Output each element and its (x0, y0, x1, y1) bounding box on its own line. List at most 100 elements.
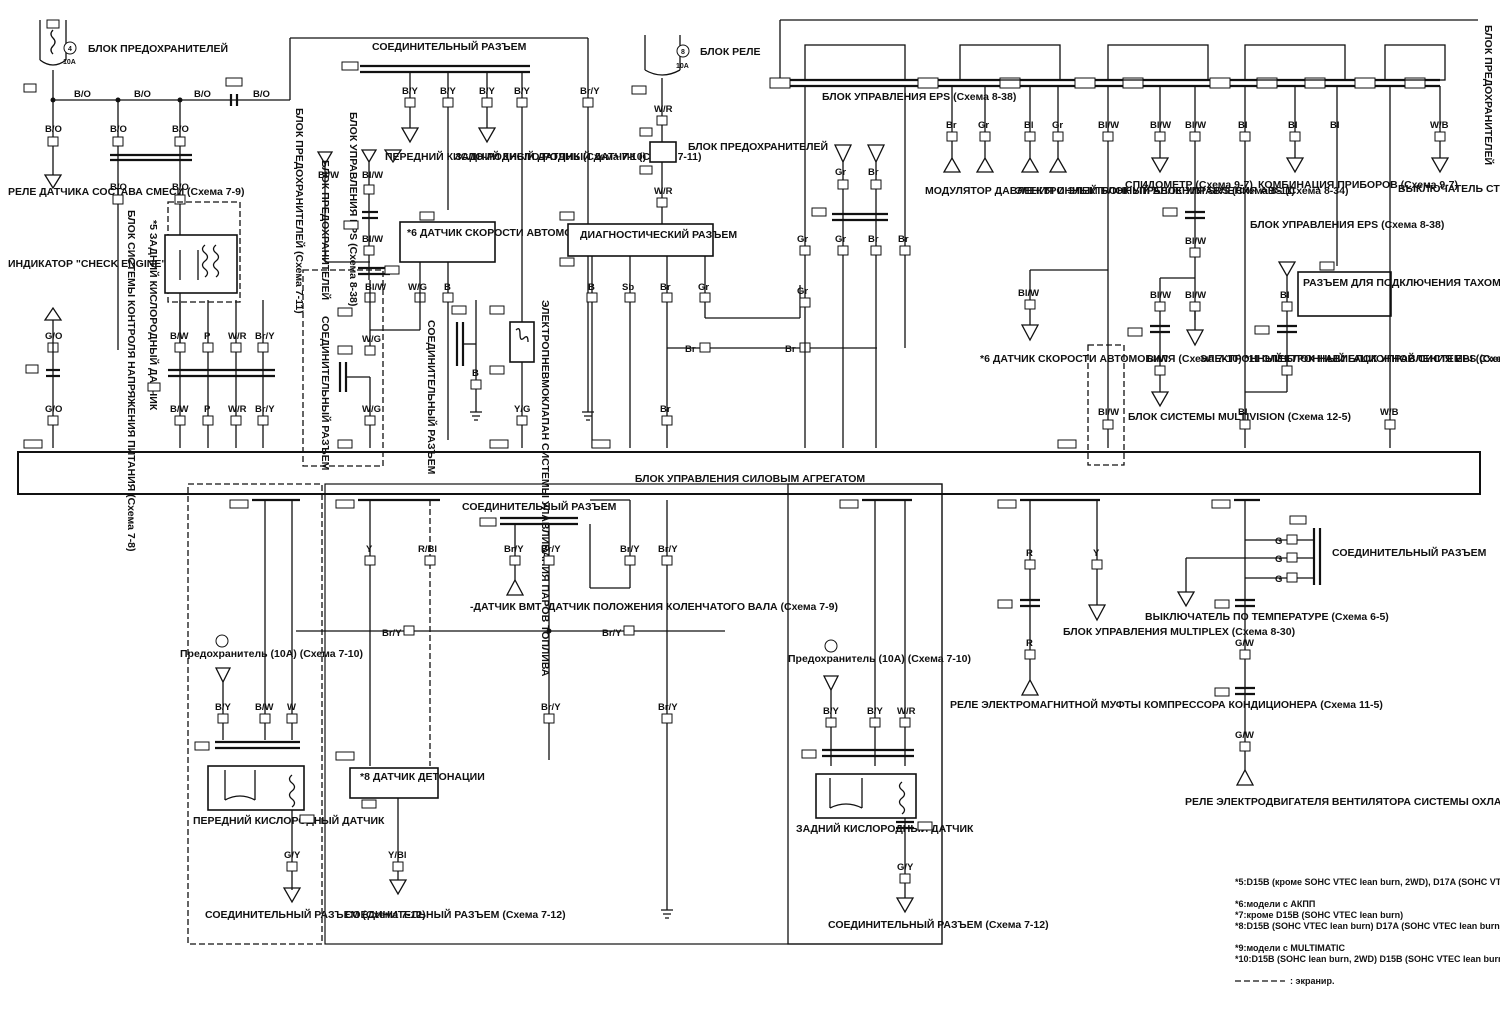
stop-switch-group: W/B ВЫКЛЮЧАТЕЛЬ СТОП-СИГНАЛОВ (Схема 10-… (1380, 86, 1500, 448)
svg-text:Bl/W: Bl/W (362, 234, 383, 245)
svg-text:Br/Y: Br/Y (541, 544, 561, 555)
svg-text:*8 ДАТЧИК ДЕТОНАЦИИ: *8 ДАТЧИК ДЕТОНАЦИИ (360, 771, 485, 783)
svg-text:W: W (287, 702, 296, 713)
svg-text:ДИАГНОСТИЧЕСКИЙ РАЗЪЕМ: ДИАГНОСТИЧЕСКИЙ РАЗЪЕМ (580, 228, 737, 241)
svg-text:Предохранитель (10A) (Схема 7-: Предохранитель (10A) (Схема 7-10) (180, 648, 363, 660)
svg-text:*6 ДАТЧИК СКОРОСТИ АВТОМОБИЛЯ: *6 ДАТЧИК СКОРОСТИ АВТОМОБИЛЯ (407, 227, 602, 239)
svg-text:Bl: Bl (1238, 407, 1248, 418)
svg-text:B/O: B/O (45, 124, 62, 135)
svg-text:РЕЛЕ ЭЛЕКТРОДВИГАТЕЛЯ ВЕНТИЛЯТ: РЕЛЕ ЭЛЕКТРОДВИГАТЕЛЯ ВЕНТИЛЯТОРА СИСТЕМ… (1185, 796, 1500, 808)
svg-text:Gr: Gr (835, 167, 846, 178)
svg-text:СОЕДИНИТЕЛЬНЫЙ РАЗЪЕМ: СОЕДИНИТЕЛЬНЫЙ РАЗЪЕМ (319, 316, 332, 471)
svg-text:B: B (444, 282, 451, 293)
svg-text:-ДАТЧИК ВМТ -ДАТЧИК ПОЛОЖЕНИЯ: -ДАТЧИК ВМТ -ДАТЧИК ПОЛОЖЕНИЯ КОЛЕНЧАТОГ… (470, 601, 838, 613)
svg-text:B/O: B/O (172, 124, 189, 135)
svg-text:Br/Y: Br/Y (255, 404, 275, 415)
svg-text:Sb: Sb (622, 282, 634, 293)
svg-text:БЛОК СИСТЕМЫ MULTIVISION (Схем: БЛОК СИСТЕМЫ MULTIVISION (Схема 12-5) (1128, 411, 1351, 423)
svg-text:СОЕДИНИТЕЛЬНЫЙ РАЗЪЕМ: СОЕДИНИТЕЛЬНЫЙ РАЗЪЕМ (372, 40, 527, 53)
svg-text:R: R (1026, 638, 1033, 649)
svg-text:Gr: Gr (1052, 120, 1063, 131)
svg-text:СОЕДИНИТЕЛЬНЫЙ РАЗЪЕМ (Схема 7: СОЕДИНИТЕЛЬНЫЙ РАЗЪЕМ (Схема 7-12) (828, 918, 1049, 931)
right-top-feed: БЛОК ПРЕДОХРАНИТЕЛЕЙ (769, 19, 1495, 165)
svg-text:Y: Y (1093, 548, 1100, 559)
svg-text:БЛОК ПРЕДОХРАНИТЕЛЕЙ: БЛОК ПРЕДОХРАНИТЕЛЕЙ (1482, 25, 1495, 165)
legend: *5:D15B (кроме SOHC VTEC lean burn, 2WD)… (1235, 877, 1500, 986)
svg-text:БЛОК УПРАВЛЕНИЯ MULTIPLEX (Схе: БЛОК УПРАВЛЕНИЯ MULTIPLEX (Схема 8-30) (1063, 626, 1295, 638)
bottom-rear-o2: Предохранитель (10A) (Схема 7-10) B/Y B/… (787, 483, 1049, 945)
svg-text:W/G: W/G (362, 334, 381, 345)
svg-text:G/Y: G/Y (284, 850, 301, 861)
svg-text:W/G: W/G (362, 404, 381, 415)
svg-text:СОЕДИНИТЕЛЬНЫЙ РАЗЪЕМ: СОЕДИНИТЕЛЬНЫЙ РАЗЪЕМ (462, 500, 617, 513)
svg-text:Br/Y: Br/Y (504, 544, 524, 555)
instrument-group: Bl Bl Bl КОМБИНАЦИЯ ПРИБОРОВ (Схема 9-7)… (1238, 86, 1500, 448)
svg-text:Gr: Gr (978, 120, 989, 131)
svg-text:МОДУЛЯТОР ДАВЛЕНИЯ И ЭЛЕКТРОНН: МОДУЛЯТОР ДАВЛЕНИЯ И ЭЛЕКТРОННЫЙ БЛОК УП… (925, 184, 1348, 197)
svg-text:РЕЛЕ ЭЛЕКТРОМАГНИТНОЙ МУФТЫ КО: РЕЛЕ ЭЛЕКТРОМАГНИТНОЙ МУФТЫ КОМПРЕССОРА … (950, 698, 1383, 711)
svg-text:B/O: B/O (110, 124, 127, 135)
svg-text:*6 ДАТЧИК СКОРОСТИ АВТОМОБИЛЯ: *6 ДАТЧИК СКОРОСТИ АВТОМОБИЛЯ (Схема 7-1… (980, 352, 1500, 365)
svg-text:B/Y: B/Y (440, 86, 457, 97)
svg-text:БЛОК УПРАВЛЕНИЯ EPS (Схема 8-3: БЛОК УПРАВЛЕНИЯ EPS (Схема 8-38) (1250, 219, 1444, 231)
svg-text:Br/Y: Br/Y (658, 544, 678, 555)
svg-text:Bl: Bl (1238, 120, 1248, 131)
svg-text:Gr: Gr (835, 234, 846, 245)
svg-text:B/Y: B/Y (402, 86, 419, 97)
svg-text:W/R: W/R (228, 331, 247, 342)
svg-text:W/R: W/R (654, 186, 673, 197)
svg-text:БЛОК УПРАВЛЕНИЯ EPS (Схема 8-3: БЛОК УПРАВЛЕНИЯ EPS (Схема 8-38) (822, 91, 1016, 103)
svg-text:СОЕДИНИТЕЛЬНЫЙ РАЗЪЕМ (Схема 7: СОЕДИНИТЕЛЬНЫЙ РАЗЪЕМ (Схема 7-12) (205, 908, 426, 921)
svg-text:R/Bl: R/Bl (418, 544, 437, 555)
svg-text:G/O: G/O (45, 331, 62, 342)
svg-text:G: G (1275, 554, 1282, 565)
svg-text:ПЕРЕДНИЙ КИСЛО-РОДНЫЙ ДАТЧИК (: ПЕРЕДНИЙ КИСЛО-РОДНЫЙ ДАТЧИК (Схема 7-10… (385, 150, 646, 163)
svg-text:P: P (204, 404, 211, 415)
side-labels: БЛОК ПРЕДОХРАНИТЕЛЕЙ (Схема 7-11) БЛОК У… (293, 108, 403, 314)
svg-text:Y/G: Y/G (514, 404, 530, 415)
svg-text:Br: Br (946, 120, 957, 131)
svg-text:4: 4 (68, 46, 72, 53)
svg-text:W/R: W/R (654, 104, 673, 115)
svg-text:БЛОК ПРЕДОХРАНИТЕЛЕЙ: БЛОК ПРЕДОХРАНИТЕЛЕЙ (688, 140, 828, 153)
svg-text:B/O: B/O (74, 89, 91, 100)
svg-text:ВЫКЛЮЧАТЕЛЬ ПО ТЕМПЕРАТУРЕ (Сх: ВЫКЛЮЧАТЕЛЬ ПО ТЕМПЕРАТУРЕ (Схема 6-5) (1145, 611, 1389, 623)
bottom-fan: G G G СОЕДИНИТЕЛЬНЫЙ РАЗЪЕМ ВЫКЛЮЧАТЕЛЬ … (1145, 498, 1500, 808)
svg-text:Предохранитель (10A) (Схема 7-: Предохранитель (10A) (Схема 7-10) (788, 653, 971, 665)
svg-text:Bl: Bl (1288, 120, 1298, 131)
bottom-left: Предохранитель (10A) (Схема 7-10) B/Y B/… (180, 483, 426, 945)
fuse-block-left: 4 10A БЛОК ПРЕДОХРАНИТЕЛЕЙ B/O B/O B/O B… (23, 19, 588, 106)
svg-text:Bl: Bl (1024, 120, 1034, 131)
svg-text:Br: Br (685, 344, 696, 355)
svg-text:B/O: B/O (134, 89, 151, 100)
bottom-knock: Y R/Bl Br/Y Br/Y *8 ДАТЧИК ДЕТОНАЦИИ Y/B… (296, 483, 943, 945)
svg-text:G: G (1275, 536, 1282, 547)
svg-text:БЛОК УПРАВЛЕНИЯ EPS (Схема 8-3: БЛОК УПРАВЛЕНИЯ EPS (Схема 8-38) (347, 112, 359, 306)
svg-text:B/W: B/W (170, 331, 189, 342)
svg-text:B/W: B/W (255, 702, 274, 713)
svg-text:Bl/W: Bl/W (1150, 120, 1171, 131)
svg-text:ЭЛЕКТРОННЫЙ БЛОК НАВИГАЦИОННОЙ: ЭЛЕКТРОННЫЙ БЛОК НАВИГАЦИОННОЙ СИСТЕМЫ (… (1200, 352, 1500, 365)
svg-text:W/G: W/G (408, 282, 427, 293)
svg-text:Gr: Gr (698, 282, 709, 293)
svg-text:ЗАДНИЙ КИСЛО-РОДНЫЙ ДАТЧИК (Сх: ЗАДНИЙ КИСЛО-РОДНЫЙ ДАТЧИК (Схема 7-11) (455, 150, 702, 163)
svg-text:G/W: G/W (1235, 638, 1254, 649)
svg-text:ЗАДНИЙ КИСЛОРОДНЫЙ ДАТЧИК: ЗАДНИЙ КИСЛОРОДНЫЙ ДАТЧИК (796, 822, 974, 835)
svg-text:B: B (588, 282, 595, 293)
fuse-block-label: БЛОК ПРЕДОХРАНИТЕЛЕЙ (88, 42, 228, 55)
svg-text:Bl/W: Bl/W (1185, 236, 1206, 247)
svg-text:G/W: G/W (1235, 730, 1254, 741)
svg-text:Bl/W: Bl/W (1150, 290, 1171, 301)
svg-text:РАЗЪЕМ ДЛЯ ПОДКЛЮЧЕНИЯ ТАХОМЕТ: РАЗЪЕМ ДЛЯ ПОДКЛЮЧЕНИЯ ТАХОМЕТРА (1303, 277, 1500, 289)
svg-text:Y: Y (366, 544, 373, 555)
svg-text:Bl/W: Bl/W (1018, 288, 1039, 299)
svg-text:Br: Br (868, 234, 879, 245)
svg-text:Br/Y: Br/Y (658, 702, 678, 713)
svg-text:Gr: Gr (797, 286, 808, 297)
svg-text:Br/Y: Br/Y (580, 86, 600, 97)
svg-text:B/Y: B/Y (514, 86, 531, 97)
svg-text:B/Y: B/Y (215, 702, 232, 713)
legend-line-2: *7:кроме D15B (SOHC VTEC lean burn) (1235, 910, 1403, 920)
ecu-label: БЛОК УПРАВЛЕНИЯ СИЛОВЫМ АГРЕГАТОМ (635, 473, 866, 485)
